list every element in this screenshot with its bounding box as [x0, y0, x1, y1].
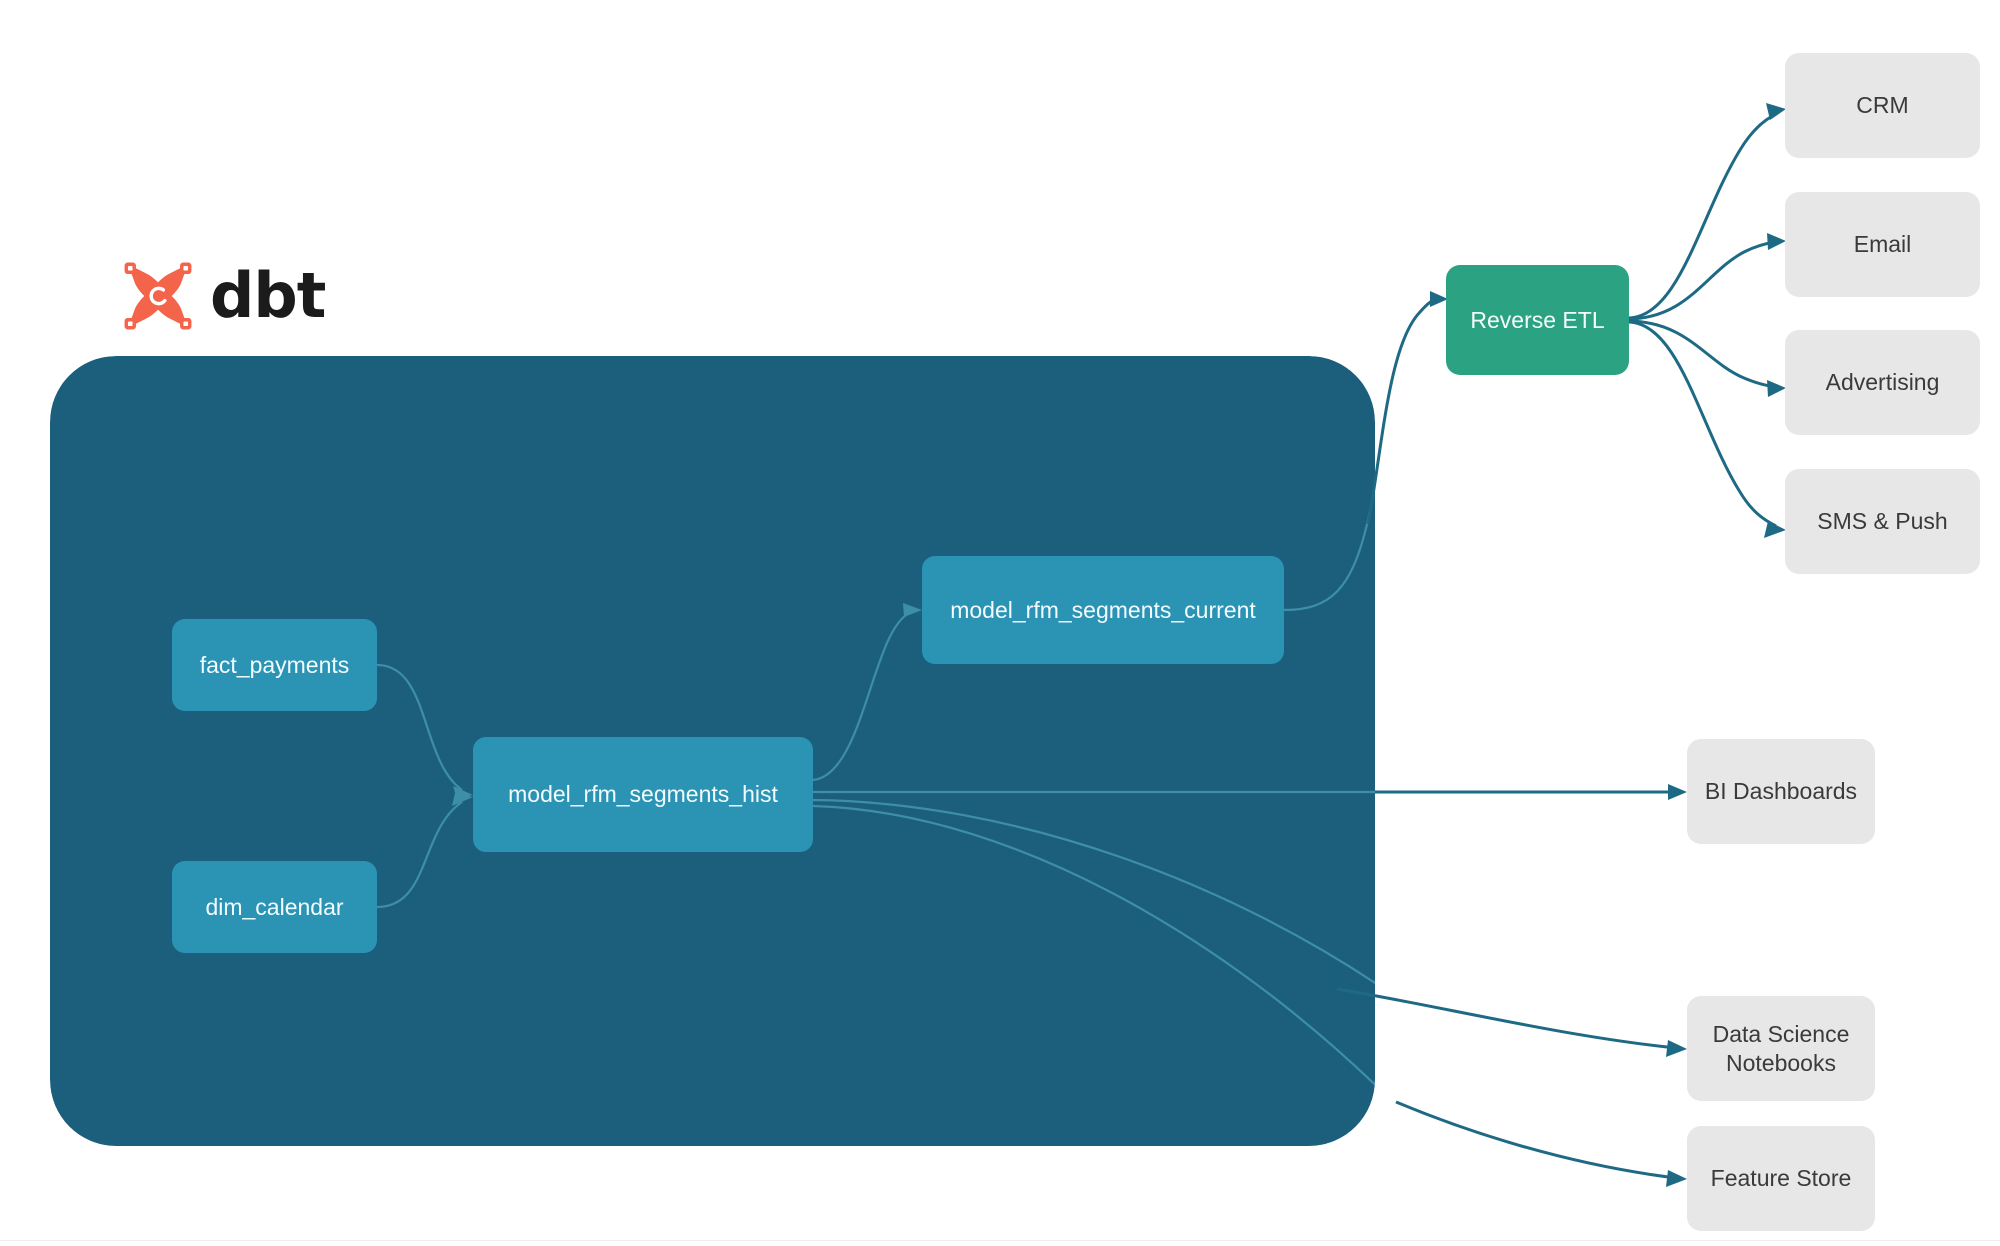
arrowhead-hist-to-current: [903, 603, 922, 617]
edge-hist-to-current: [812, 610, 913, 782]
model-node-label: fact_payments: [199, 651, 350, 678]
dbt-logo: dbt: [120, 258, 326, 334]
edge-reverse-etl-to-email: [1628, 240, 1777, 321]
arrowhead-to-sms-push: [1764, 521, 1786, 538]
arrowhead-to-email: [1767, 233, 1786, 250]
edge-reverse-etl-to-advertising: [1628, 319, 1777, 389]
arrowhead-to-feature-store: [1666, 1170, 1687, 1187]
edge-current-to-reverse-etl-inside: [1283, 369, 1375, 612]
model-node-model-rfm-segments-hist[interactable]: model_rfm_segments_hist: [473, 737, 813, 852]
model-node-label: model_rfm_segments_hist: [508, 781, 778, 808]
model-node-model-rfm-segments-current[interactable]: model_rfm_segments_current: [922, 556, 1284, 664]
consumer-node-email[interactable]: Email: [1785, 192, 1980, 297]
activation-node-label: Reverse ETL: [1470, 306, 1605, 333]
edge-reverse-etl-to-crm: [1628, 112, 1777, 320]
edge-hist-to-feature-store: [1395, 1100, 1677, 1180]
edge-dim-calendar-to-hist: [376, 801, 463, 909]
dbt-logo-icon: [124, 262, 192, 330]
dbt-wordmark: dbt: [210, 259, 326, 332]
edge-fact-payments-to-hist: [376, 663, 463, 791]
edge-hist-to-data-science-notebooks: [1336, 987, 1677, 1050]
arrowhead-to-crm: [1766, 103, 1786, 120]
edge-hist-to-ds-inside: [812, 798, 1375, 1001]
model-node-label: dim_calendar: [205, 893, 344, 920]
consumer-node-label: Data Science Notebooks: [1712, 1020, 1850, 1076]
consumer-node-sms-push[interactable]: SMS & Push: [1785, 469, 1980, 574]
arrowhead-fact-payments-to-hist: [453, 786, 473, 799]
consumer-node-label: Feature Store: [1710, 1165, 1852, 1192]
consumer-node-feature-store[interactable]: Feature Store: [1687, 1126, 1875, 1231]
consumer-node-data-science-notebooks[interactable]: Data Science Notebooks: [1687, 996, 1875, 1101]
consumer-node-bi-dashboards[interactable]: BI Dashboards: [1687, 739, 1875, 844]
activation-node-reverse-etl[interactable]: Reverse ETL: [1446, 265, 1629, 375]
arrowhead-to-bi-dashboards: [1668, 784, 1687, 800]
arrowhead-to-data-science-notebooks: [1666, 1040, 1687, 1057]
consumer-node-label: Advertising: [1825, 369, 1940, 396]
model-node-fact-payments[interactable]: fact_payments: [172, 619, 377, 711]
edge-current-to-reverse-etl: [1366, 297, 1439, 525]
consumer-node-label: Email: [1853, 231, 1912, 258]
consumer-node-crm[interactable]: CRM: [1785, 53, 1980, 158]
model-node-dim-calendar[interactable]: dim_calendar: [172, 861, 377, 953]
consumer-node-label: SMS & Push: [1817, 508, 1948, 535]
arrowhead-to-advertising: [1767, 380, 1786, 397]
edge-hist-to-fs-inside: [812, 804, 1375, 1131]
edge-reverse-etl-to-sms-push: [1628, 320, 1777, 528]
arrowhead-dim-calendar-to-hist: [452, 793, 473, 806]
consumer-node-label: CRM: [1856, 92, 1909, 119]
bottom-divider: [0, 1240, 2000, 1241]
consumer-node-advertising[interactable]: Advertising: [1785, 330, 1980, 435]
model-node-label: model_rfm_segments_current: [950, 596, 1256, 623]
consumer-node-label: BI Dashboards: [1704, 778, 1858, 805]
